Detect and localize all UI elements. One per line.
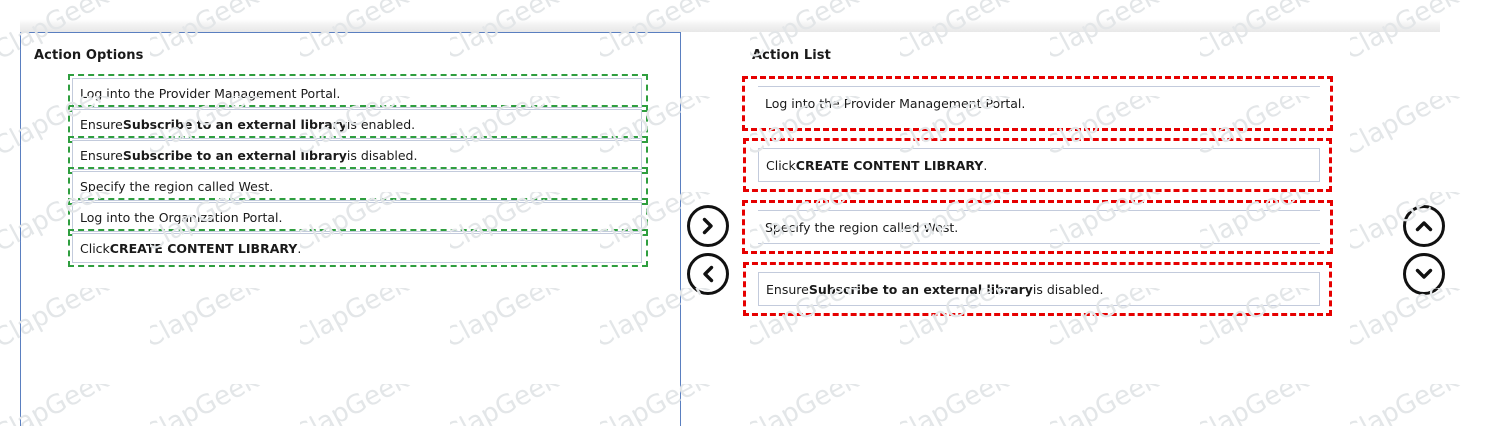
action-options-list: Log into the Provider Management Portal.… [68, 74, 648, 267]
chevron-right-icon [702, 217, 713, 235]
action-list-item[interactable]: Ensure Subscribe to an external library … [743, 262, 1332, 316]
action-text-suffix: is disabled. [1032, 281, 1104, 297]
action-list-items: Log into the Provider Management Portal.… [742, 76, 1333, 334]
option-text-prefix: Ensure [80, 147, 123, 163]
action-text-prefix: Click [766, 157, 796, 173]
option-text-prefix: Log into the Organization Portal. [80, 209, 283, 225]
option-text-bold: Subscribe to an external library [122, 147, 347, 163]
action-text-suffix: . [983, 157, 988, 173]
action-option-item[interactable]: Specify the region called West. [68, 167, 648, 205]
action-options-title: Action Options [34, 48, 144, 63]
action-text-bold: CREATE CONTENT LIBRARY [795, 157, 984, 173]
move-up-button[interactable] [1403, 205, 1445, 247]
action-text-prefix: Log into the Provider Management Portal. [765, 96, 1026, 111]
option-text-suffix: is enabled. [346, 116, 416, 132]
option-text-suffix: is disabled. [346, 147, 418, 163]
action-list-item[interactable]: Click CREATE CONTENT LIBRARY. [743, 138, 1332, 192]
move-right-button[interactable] [687, 205, 729, 247]
action-text-prefix: Ensure [766, 281, 809, 297]
action-list-title: Action List [752, 48, 831, 63]
option-text-prefix: Log into the Provider Management Portal. [80, 85, 341, 101]
action-option-item[interactable]: Ensure Subscribe to an external library … [68, 105, 648, 143]
option-text-prefix: Specify the region called West. [80, 178, 274, 194]
action-option-item[interactable]: Log into the Provider Management Portal. [68, 74, 648, 112]
chevron-left-icon [703, 265, 714, 283]
move-left-button[interactable] [687, 253, 729, 295]
option-text-suffix: . [297, 240, 302, 256]
option-text-bold: Subscribe to an external library [122, 116, 347, 132]
chevron-down-icon [1415, 268, 1433, 279]
action-text-prefix: Specify the region called West. [765, 219, 959, 235]
option-text-prefix: Ensure [80, 116, 123, 132]
action-option-item[interactable]: Log into the Organization Portal. [68, 198, 648, 236]
chevron-up-icon [1415, 221, 1433, 232]
action-list-item[interactable]: Log into the Provider Management Portal. [742, 76, 1333, 131]
option-text-bold: CREATE CONTENT LIBRARY [109, 240, 298, 256]
option-text-prefix: Click [80, 240, 110, 256]
action-option-item[interactable]: Click CREATE CONTENT LIBRARY. [68, 229, 648, 267]
action-text-bold: Subscribe to an external library [808, 281, 1033, 297]
move-down-button[interactable] [1403, 253, 1445, 295]
action-option-item[interactable]: Ensure Subscribe to an external library … [68, 136, 648, 174]
action-list-item[interactable]: Specify the region called West. [742, 200, 1333, 254]
window-top-strip [20, 19, 1440, 32]
